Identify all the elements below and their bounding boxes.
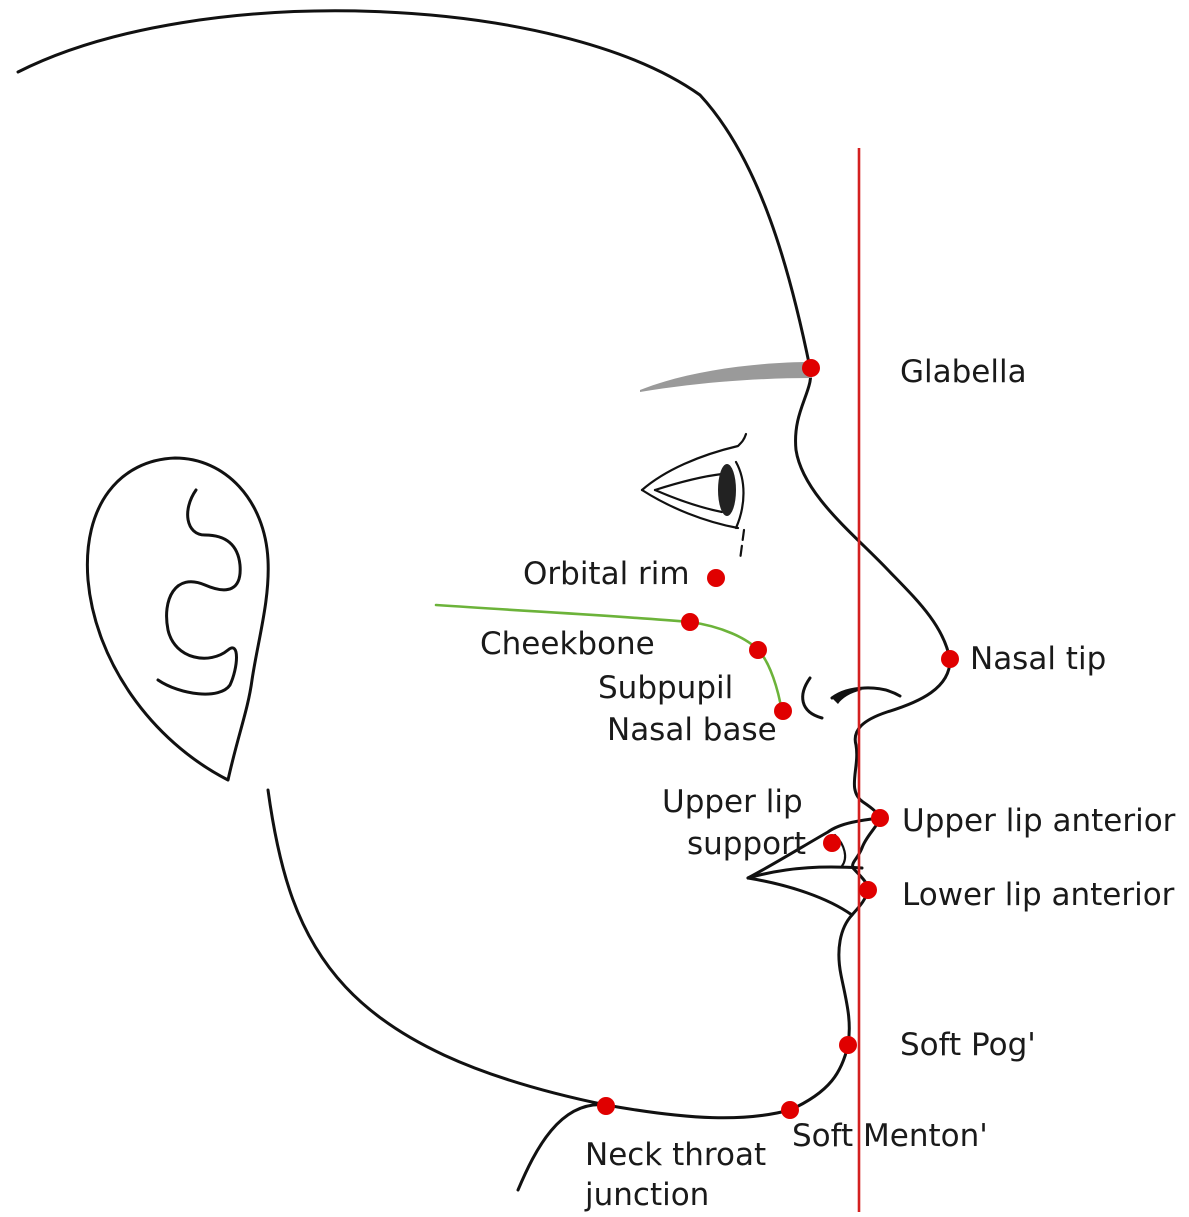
orbital-rim-point — [707, 569, 725, 587]
upper-lip-anterior-point — [871, 809, 889, 827]
soft-pog-point — [839, 1036, 857, 1054]
ear-outer-outline — [87, 458, 268, 780]
cheekbone-point — [681, 613, 699, 631]
eye-lash-line — [740, 530, 744, 560]
skull-outline — [18, 11, 810, 368]
ear-inner-outline — [158, 490, 240, 694]
nasal-base-label: Nasal base — [607, 712, 777, 748]
cheekbone-label: Cheekbone — [480, 626, 655, 662]
nasal-tip-point — [941, 650, 959, 668]
subpupil-point — [749, 641, 767, 659]
soft-menton-point — [781, 1101, 799, 1119]
nostril-shape — [832, 689, 862, 704]
neck-throat-junction-point — [597, 1097, 615, 1115]
jaw-back-outline — [268, 790, 606, 1105]
soft-pog-label: Soft Pog' — [900, 1027, 1036, 1063]
neck-throat-label-line1: Neck throat — [585, 1137, 766, 1173]
upper-lip-support-label-line1: Upper lip — [662, 784, 803, 820]
soft-menton-label: Soft Menton' — [792, 1118, 988, 1154]
lower-lip-anterior-label: Lower lip anterior — [902, 877, 1175, 913]
orbital-rim-label: Orbital rim — [523, 556, 690, 592]
eye-inner-lid-lower — [655, 490, 722, 512]
neck-throat-label-line2: junction — [584, 1177, 709, 1213]
nostril-alar-curve — [803, 678, 822, 718]
lower-lip-line — [748, 878, 852, 915]
lower-lip-anterior-point — [859, 881, 877, 899]
glabella-label: Glabella — [900, 354, 1027, 390]
upper-lip-support-label-line2: support — [687, 826, 806, 862]
subpupil-label: Subpupil — [598, 670, 733, 706]
eye-corner-line — [736, 462, 744, 528]
eyebrow-shape — [640, 362, 812, 392]
upper-lip-anterior-label: Upper lip anterior — [902, 803, 1176, 839]
eye-iris-icon — [718, 464, 736, 516]
eye-inner-lid — [655, 474, 722, 490]
glabella-point — [802, 359, 820, 377]
nasal-tip-label: Nasal tip — [970, 641, 1106, 677]
upper-lip-support-point — [823, 834, 841, 852]
